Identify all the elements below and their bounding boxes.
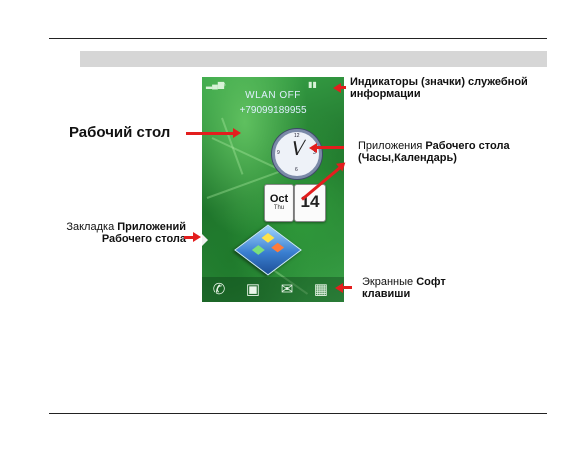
clock-widget[interactable]: 12 3 6 9	[272, 129, 322, 179]
clock-numeral: 9	[277, 150, 280, 156]
arrow-desktop	[186, 128, 241, 138]
label-softkeys-bold: Софт	[416, 276, 446, 288]
label-softkeys: Экранные Софт клавиши	[362, 276, 446, 300]
apps-grid-icon[interactable]: ▦	[313, 281, 329, 298]
calendar-date: 14	[300, 192, 320, 211]
label-apps-line2: (Часы,Календарь)	[358, 152, 457, 164]
cube-tile	[271, 242, 285, 253]
clock-numeral: 6	[295, 167, 298, 173]
cube-tile	[251, 245, 265, 255]
desktop-apps-tab[interactable]	[202, 234, 208, 246]
message-icon[interactable]: ✉	[280, 281, 294, 298]
status-bar: ▂▄▆ ♪ ▮▮	[202, 80, 344, 90]
arrow-indicators	[336, 86, 346, 89]
label-desktop: Рабочий стол	[69, 124, 171, 141]
top-rule	[49, 38, 547, 39]
label-apps-normal: Приложения	[358, 140, 426, 152]
label-tab: Закладка Приложений Рабочего стола	[51, 221, 186, 245]
label-indicators-line1: Индикаторы (значки) служебной	[350, 76, 528, 88]
label-apps-bold: Рабочего стола	[425, 140, 510, 152]
clock-numeral: 12	[294, 133, 300, 139]
label-tab-bold: Приложений	[117, 221, 186, 233]
label-softkeys-normal: Экранные	[362, 276, 417, 288]
battery-icon: ▮▮	[308, 80, 317, 89]
label-apps: Приложения Рабочего стола (Часы,Календар…	[358, 140, 510, 164]
label-tab-normal: Закладка	[66, 221, 118, 233]
label-softkeys-line1: Экранные Софт	[362, 276, 446, 288]
label-indicators-line2: информации	[350, 88, 421, 100]
wlan-status: WLAN OFF	[245, 90, 301, 101]
arrow-tab	[184, 232, 201, 242]
contacts-icon[interactable]: ▣	[245, 281, 261, 298]
label-indicators: Индикаторы (значки) служебной информации	[350, 76, 528, 100]
clock-minute-hand	[296, 139, 306, 155]
label-tab-line2: Рабочего стола	[101, 233, 186, 245]
arrow-softkeys	[338, 286, 352, 289]
calendar-month: Oct	[269, 193, 289, 205]
clock-numeral: 3	[313, 150, 316, 156]
label-tab-line1: Закладка Приложений	[51, 221, 186, 233]
calendar-month-tile[interactable]: Oct Thu	[264, 184, 294, 222]
cube-tile	[261, 232, 275, 243]
header-band	[80, 51, 547, 67]
arrow-clock	[312, 146, 344, 149]
label-apps-line1: Приложения Рабочего стола	[358, 140, 510, 152]
soft-keys-bar: ✆ ▣ ✉ ▦	[202, 277, 344, 302]
calendar-weekday: Thu	[273, 205, 285, 211]
phone-number: +79099189955	[239, 105, 307, 116]
leaf-vein	[221, 117, 244, 175]
call-icon[interactable]: ✆	[212, 281, 226, 298]
label-softkeys-line2: клавиши	[362, 288, 411, 300]
bottom-rule	[49, 413, 547, 414]
apps-cube-icon[interactable]	[234, 224, 302, 276]
phone-screenshot: ▂▄▆ ♪ ▮▮ WLAN OFF +79099189955 12 3 6 9 …	[202, 77, 344, 302]
signal-icon: ▂▄▆	[206, 80, 224, 89]
music-icon: ♪	[222, 80, 226, 89]
